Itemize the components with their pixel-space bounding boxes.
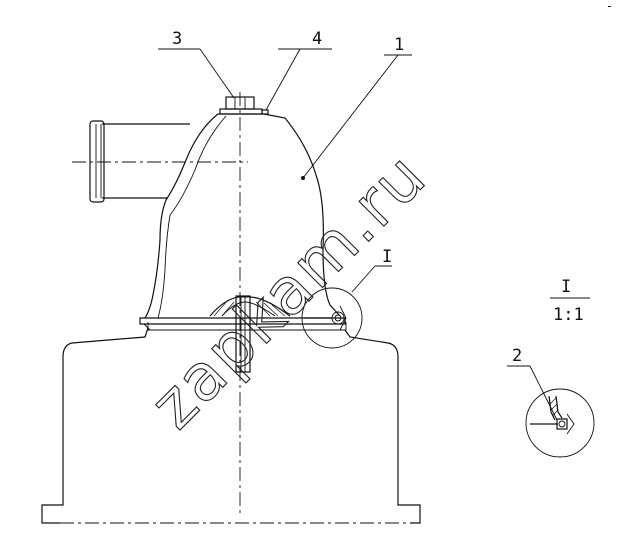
callout-4-label: 4 [312,29,322,49]
section-marker: I [351,247,392,293]
detail-circle-main [301,287,363,349]
inlet-pipe [72,120,248,203]
section-marker-label: I [382,247,392,267]
detail-view-circle [507,365,595,458]
callout-2-label: 2 [512,346,522,366]
top-bolt [219,96,269,115]
watermark-text: zapkam.ru [137,139,441,443]
detail-view-title: I 1:1 [550,277,590,325]
center-stud [235,295,251,373]
detail-view-name: I [561,277,571,297]
callout-1-dot [301,176,305,180]
corner-mark: - [606,0,613,13]
callout-3-label: 3 [172,29,182,49]
lower-housing [41,322,421,524]
callout-leaders [158,48,412,180]
callout-1-label: 1 [394,35,404,55]
detail-view-scale: 1:1 [553,305,584,325]
